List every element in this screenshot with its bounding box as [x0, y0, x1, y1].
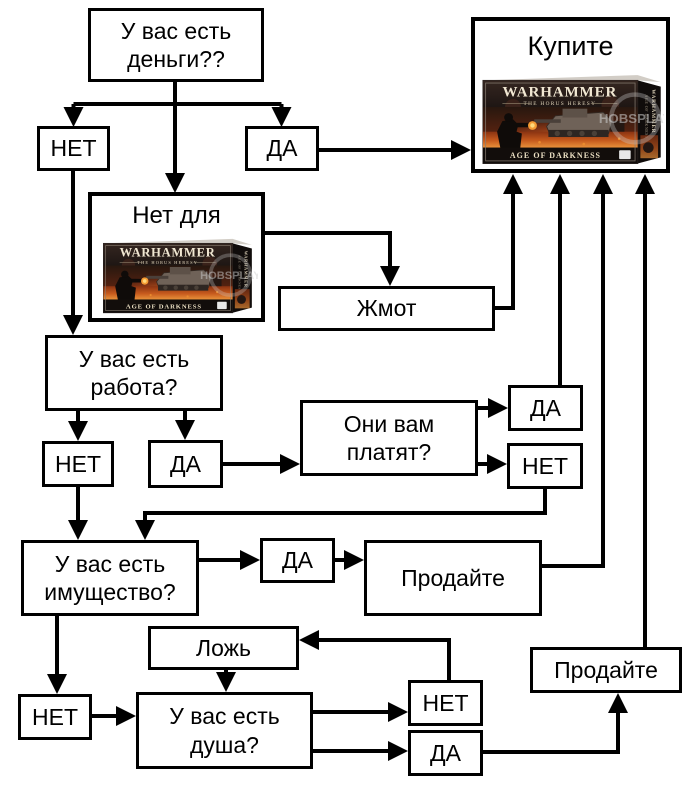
node-buy: Купите: [471, 17, 670, 173]
node-yes-soul: ДА: [408, 730, 483, 776]
watermark: HOBSPLAY: [200, 253, 258, 298]
warhammer-aod-box-image: AGE OF DARKNESS WARHAMMER THE HORUS HERE…: [482, 75, 664, 164]
watermark-text: HOBSPLAY: [200, 270, 258, 282]
node-q-soul: У вас есть душа?: [136, 692, 313, 769]
node-yes-job: ДА: [148, 440, 223, 488]
node-not-for: Нет для: [88, 192, 265, 322]
box-series-text: THE HORUS HERESY: [524, 101, 597, 107]
box-side-title-text: AGE OF DARKNESS: [238, 255, 242, 292]
box-title-text: AGE OF DARKNESS: [126, 304, 202, 311]
node-sell-soul: Продайте: [530, 647, 682, 693]
node-no-money: НЕТ: [37, 126, 110, 171]
buy-label: Купите: [527, 31, 614, 61]
warhammer-aod-box-image-small: AGE OF DARKNESS WARHAMMER THE HORUS HERE…: [102, 239, 258, 314]
watermark-text: HOBSPLAY: [599, 111, 664, 126]
marine-art: [115, 270, 144, 302]
box-side-brand-text: WARHAMMER: [243, 251, 248, 288]
not-for-label: Нет для: [132, 202, 221, 229]
node-yes-money: ДА: [245, 126, 319, 171]
node-sell-property: Продайте: [364, 540, 542, 616]
node-q-property: У вас есть имущество?: [21, 540, 199, 616]
node-yes-pay: ДА: [508, 385, 583, 431]
node-no-pay: НЕТ: [507, 443, 583, 489]
node-no-soul: НЕТ: [408, 680, 483, 726]
node-lie: Ложь: [148, 626, 299, 670]
box-brand-text: WARHAMMER: [120, 246, 216, 260]
box-title-text: AGE OF DARKNESS: [510, 151, 601, 160]
marine-art: [497, 113, 531, 150]
node-q-pay: Они вам платят?: [300, 400, 478, 476]
node-cheapskate: Жмот: [278, 286, 495, 331]
tank-art: [534, 108, 613, 137]
box-series-text: THE HORUS HERESY: [137, 260, 198, 265]
box-side-brand-text: WARHAMMER: [650, 89, 656, 133]
tank-art: [146, 267, 212, 291]
box-side-title-text: AGE OF DARKNESS: [644, 94, 649, 138]
node-no-property: НЕТ: [18, 694, 92, 740]
box-brand-text: WARHAMMER: [503, 84, 618, 100]
node-no-job: НЕТ: [42, 441, 114, 487]
node-q-job: У вас есть работа?: [45, 335, 223, 411]
node-yes-property: ДА: [260, 538, 335, 583]
node-q-money: У вас есть деньги??: [88, 8, 264, 82]
watermark: HOBSPLAY: [599, 92, 664, 145]
